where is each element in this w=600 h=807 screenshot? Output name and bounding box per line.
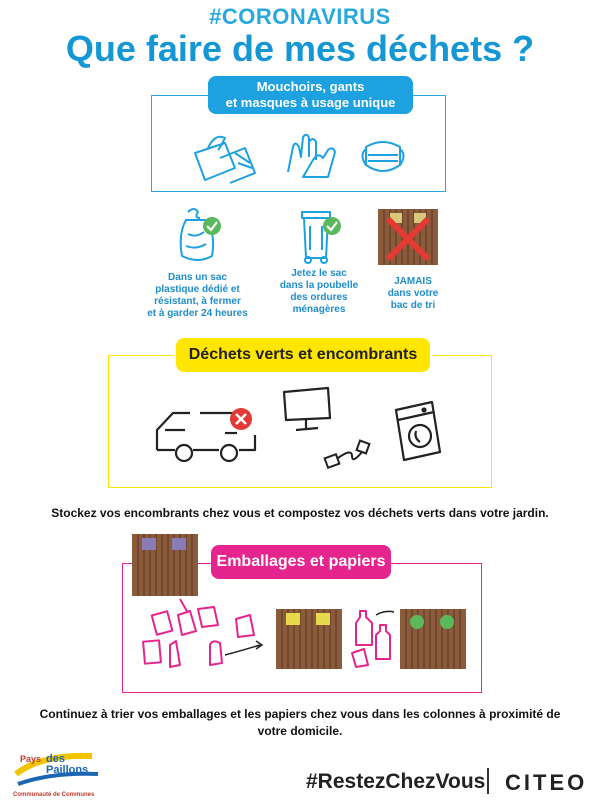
section-green-waste-label: Déchets verts et encombrants bbox=[176, 338, 430, 372]
logo-text-paillons: des Paillons bbox=[46, 753, 89, 776]
packaging-items-icon bbox=[142, 598, 264, 668]
household-bin-icon bbox=[301, 211, 341, 264]
logo-subtitle: Communauté de Communes bbox=[13, 792, 95, 798]
sorting-bin-crossed-icon bbox=[378, 209, 438, 265]
section-masks-label: Mouchoirs, gants et masques à usage uniq… bbox=[208, 76, 413, 114]
gloves-icon bbox=[287, 133, 336, 178]
pays-des-paillons-logo bbox=[14, 752, 99, 786]
packaging-bin-icon bbox=[132, 534, 198, 596]
mask-icon bbox=[361, 141, 405, 172]
hashtag-coronavirus: #CORONAVIRUS bbox=[209, 4, 391, 29]
green-column-bin-icon bbox=[400, 609, 466, 669]
footer-divider bbox=[487, 768, 489, 794]
section-masks-label-text: Mouchoirs, gants et masques à usage uniq… bbox=[225, 79, 396, 110]
citeo-logo: CITEO bbox=[505, 770, 588, 795]
yellow-column-bin-icon bbox=[276, 609, 342, 669]
hashtag-restez-chez-vous: #RestezChezVous bbox=[306, 770, 486, 793]
step-never-caption: JAMAIS dans votre bac de tri bbox=[387, 276, 439, 311]
bag-icon bbox=[179, 208, 221, 261]
section-packaging-text: Continuez à trier vos emballages et les … bbox=[39, 707, 561, 738]
truck-forbidden-icon bbox=[155, 408, 257, 463]
tissues-icon bbox=[194, 135, 256, 184]
bottles-icon bbox=[351, 610, 394, 668]
section-green-waste-text: Stockez vos encombrants chez vous et com… bbox=[51, 506, 549, 520]
step-bag-caption: Dans un sac plastique dédié et résistant… bbox=[147, 272, 248, 319]
monitor-icon bbox=[282, 386, 332, 432]
section-packaging-label: Emballages et papiers bbox=[211, 545, 391, 579]
logo-text-pays: Pays bbox=[20, 754, 42, 764]
cable-icon bbox=[323, 439, 371, 470]
page-title: Que faire de mes déchets ? bbox=[65, 28, 535, 69]
step-bin-caption: Jetez le sac dans la poubelle des ordure… bbox=[279, 268, 359, 315]
washing-machine-icon bbox=[394, 400, 442, 462]
